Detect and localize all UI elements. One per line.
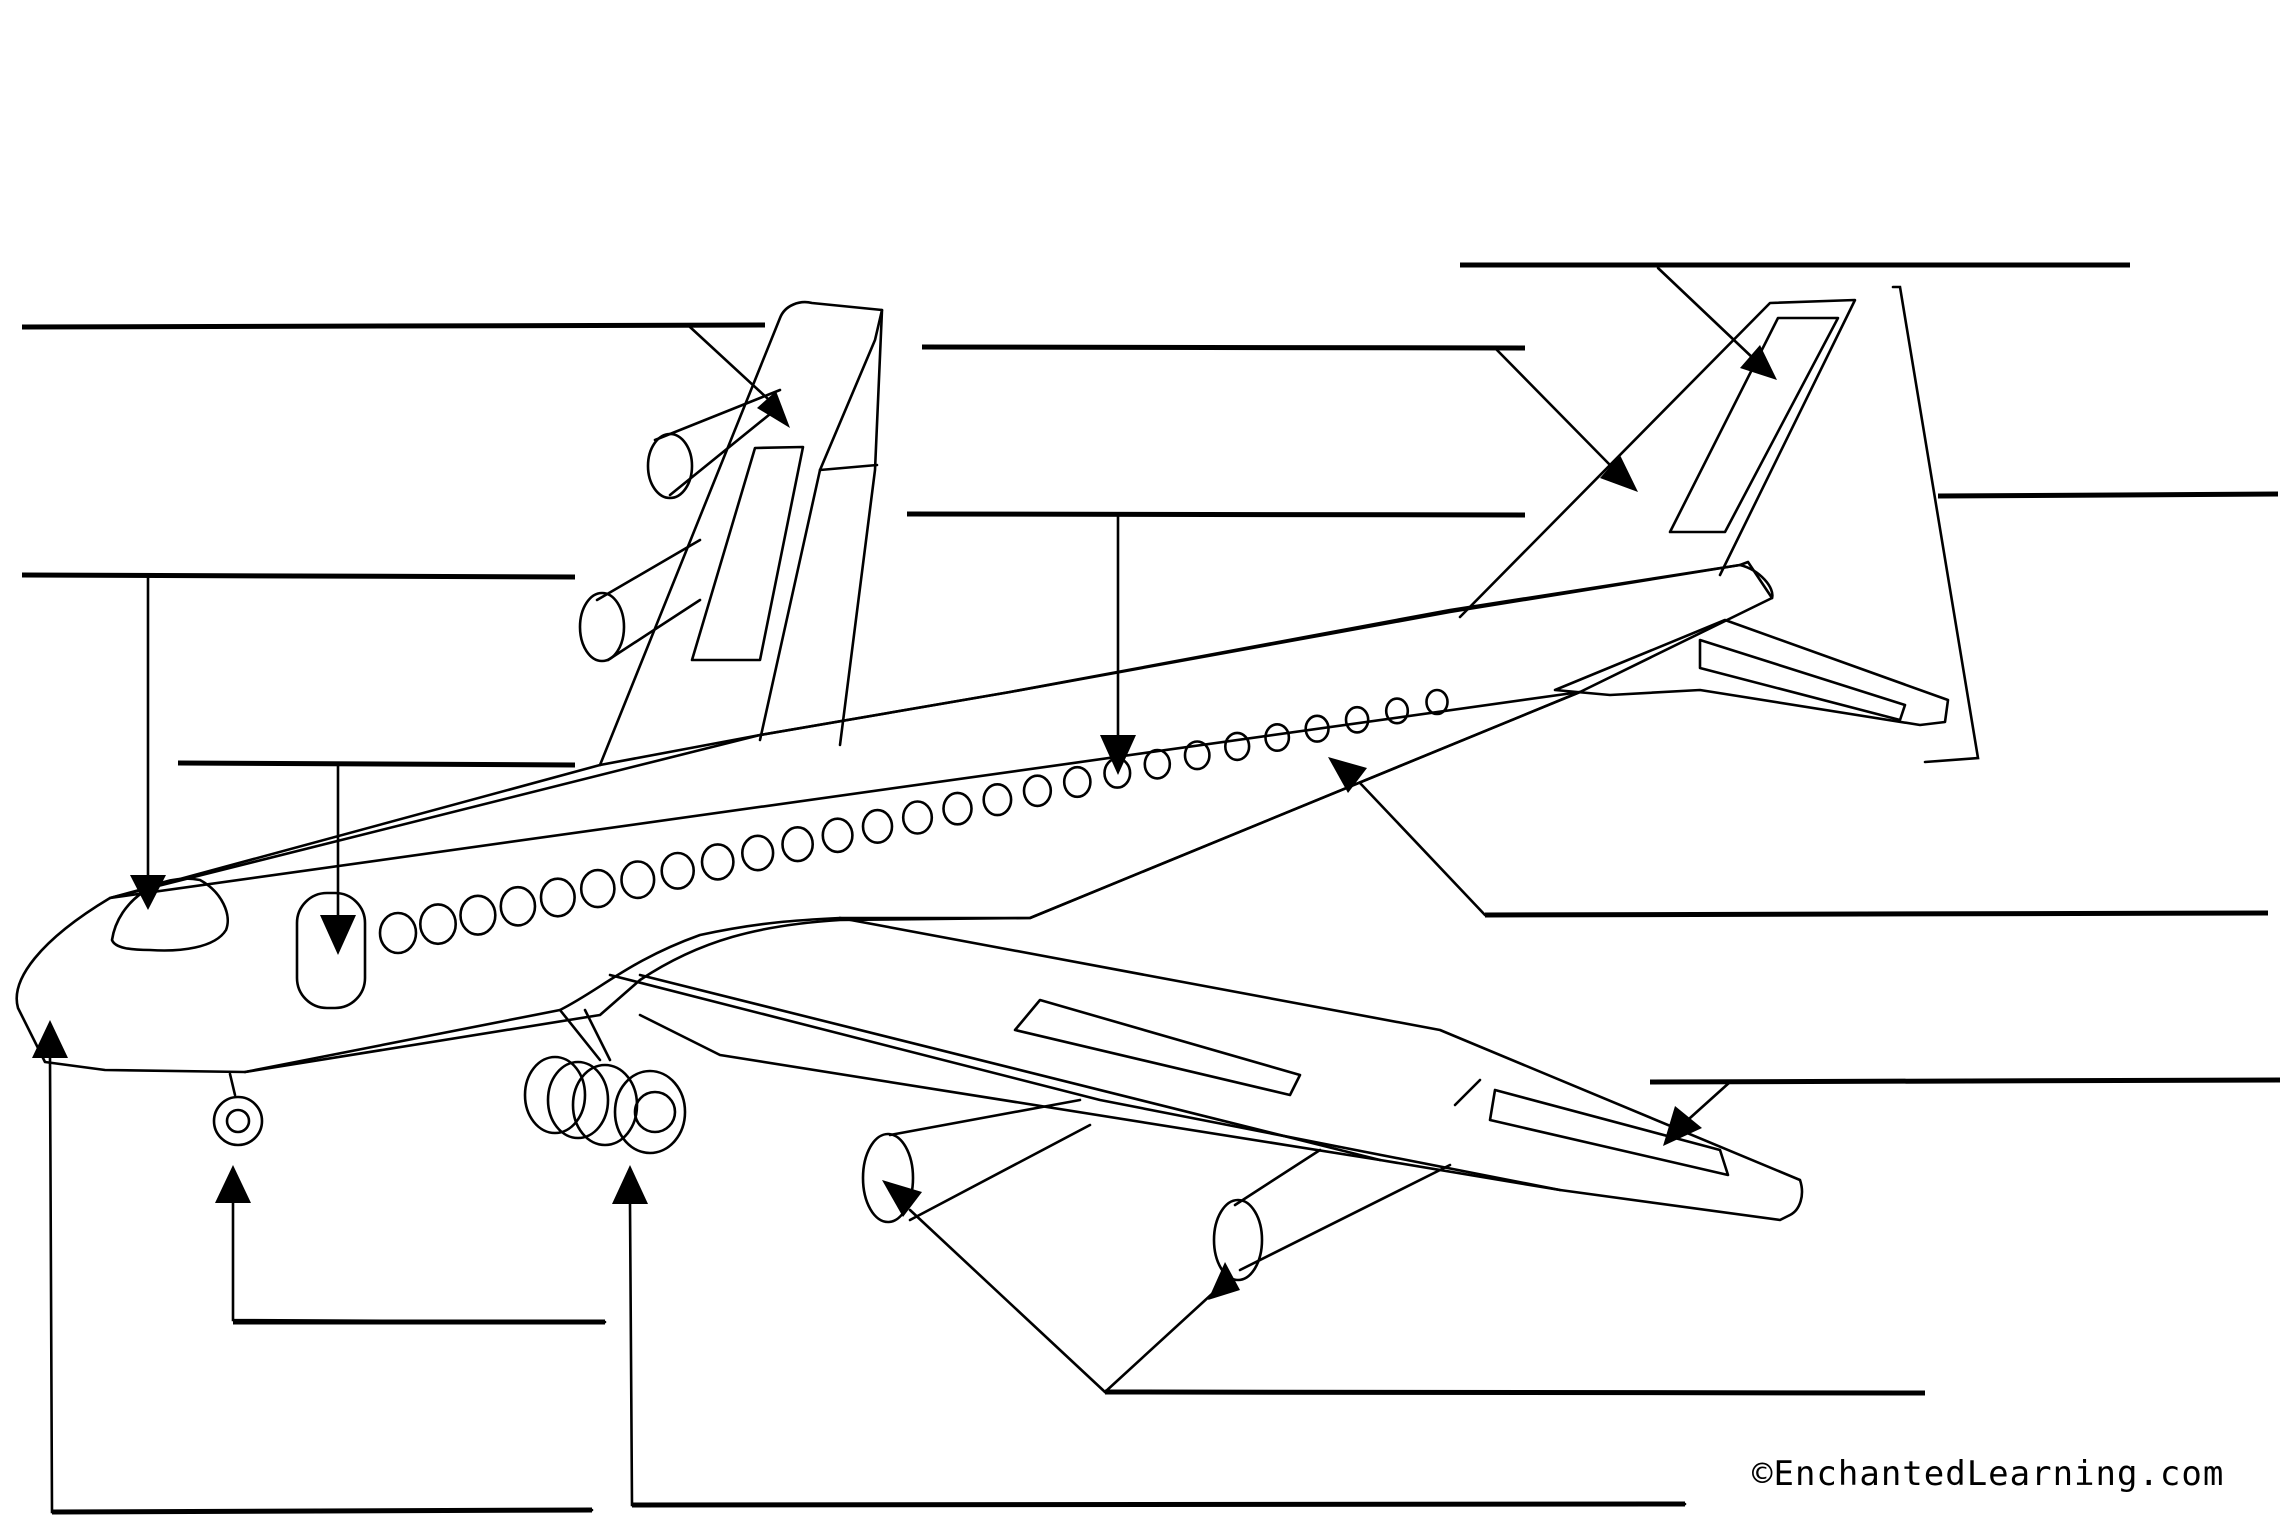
far-wing — [598, 300, 884, 767]
fuselage-bottom-line — [243, 690, 1582, 1074]
arrowhead-10b — [1208, 1262, 1240, 1300]
window — [499, 885, 537, 927]
arrowhead-3 — [320, 915, 356, 955]
window — [821, 817, 854, 854]
label-blank-5[interactable] — [906, 511, 1526, 518]
window — [660, 851, 696, 890]
fuselage — [15, 560, 1774, 1074]
passenger-windows — [378, 688, 1449, 955]
near-wing-aileron — [1488, 1088, 1730, 1177]
window — [740, 834, 775, 872]
horizontal-stabilizer — [1553, 618, 1950, 727]
window — [781, 825, 815, 863]
arrowhead-13 — [612, 1165, 648, 1204]
far-upper-engine — [646, 388, 782, 500]
near-outer-engine — [1212, 1148, 1452, 1282]
arrowhead-2 — [130, 875, 166, 910]
label-blank-9[interactable] — [1649, 1077, 2281, 1085]
arrowhead-5 — [1100, 735, 1136, 775]
window — [1183, 740, 1211, 771]
window — [620, 860, 656, 900]
window — [378, 911, 418, 955]
near-wing-flap-inner — [1013, 998, 1302, 1097]
label-blank-13[interactable] — [631, 1501, 1686, 1508]
label-blank-7[interactable] — [1937, 491, 2279, 499]
far-wing-flap — [690, 445, 805, 662]
far-wing-trailing-edge — [838, 308, 884, 747]
arrowhead-1 — [757, 391, 790, 428]
passenger-door — [295, 891, 367, 1010]
window — [1264, 722, 1291, 752]
airplane-drawing — [15, 298, 1950, 1282]
near-wing-inner-edge — [638, 973, 1382, 1162]
label-blank-3[interactable] — [177, 760, 576, 768]
window — [982, 782, 1013, 817]
arrowhead-8 — [1328, 757, 1367, 793]
copyright-credit: ©EnchantedLearning.com — [1752, 1454, 2225, 1494]
window — [1425, 688, 1449, 716]
window — [1384, 697, 1410, 725]
arrowhead-10a — [882, 1180, 922, 1217]
arrowhead-12 — [32, 1020, 68, 1058]
window — [1143, 748, 1172, 780]
near-wing-edge — [608, 973, 1562, 1192]
label-blank-2[interactable] — [21, 572, 576, 580]
window — [1304, 714, 1330, 743]
label-blank-12[interactable] — [51, 1507, 593, 1515]
vertical-stabilizer — [1458, 298, 1857, 619]
elevator — [1698, 638, 1907, 722]
nose-landing-gear — [212, 1072, 264, 1147]
label-blank-1[interactable] — [21, 322, 766, 330]
window — [1344, 705, 1370, 734]
tail-bracket — [1891, 285, 1980, 764]
window — [861, 808, 894, 845]
window — [901, 800, 934, 835]
window — [942, 791, 973, 826]
window — [459, 894, 497, 936]
near-wing — [638, 916, 1804, 1222]
arrowhead-11 — [215, 1165, 251, 1203]
window — [579, 868, 616, 909]
label-blank-10[interactable] — [1104, 1389, 1926, 1396]
window — [1062, 765, 1092, 799]
window — [1022, 774, 1053, 808]
rudder — [1668, 316, 1840, 534]
near-inner-engine — [861, 1098, 1092, 1224]
far-wing-aileron — [818, 463, 879, 472]
label-blank-8[interactable] — [1484, 910, 2269, 918]
labels — [21, 262, 2281, 1515]
window — [700, 843, 735, 881]
label-blank-4[interactable] — [921, 344, 1526, 351]
arrowhead-9 — [1663, 1106, 1702, 1146]
window — [539, 877, 576, 918]
window — [418, 903, 457, 946]
window — [1223, 731, 1251, 762]
fuselage-top-line — [108, 563, 1774, 900]
arrowhead-4 — [1600, 455, 1638, 492]
main-landing-gear — [523, 1008, 687, 1155]
far-lower-engine — [578, 538, 702, 663]
arrowhead-6 — [1740, 345, 1777, 380]
